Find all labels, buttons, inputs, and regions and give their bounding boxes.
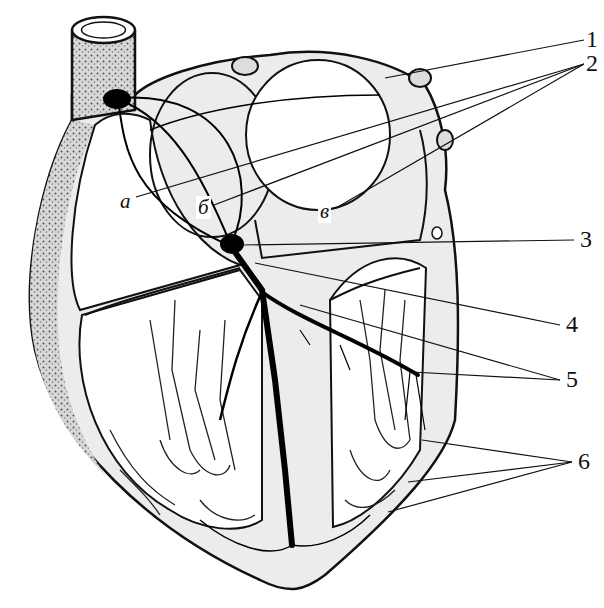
callout-number: 2	[584, 50, 600, 76]
callout-number: 4	[564, 311, 580, 337]
callout-number: 1	[584, 26, 600, 52]
pathway-letter: а	[118, 190, 133, 213]
callout-number: 6	[576, 448, 592, 474]
callout-number: 3	[578, 226, 594, 252]
pathway-letter: б	[196, 196, 211, 219]
callout-number: 5	[564, 366, 580, 392]
pathway-letter: в	[318, 200, 331, 223]
